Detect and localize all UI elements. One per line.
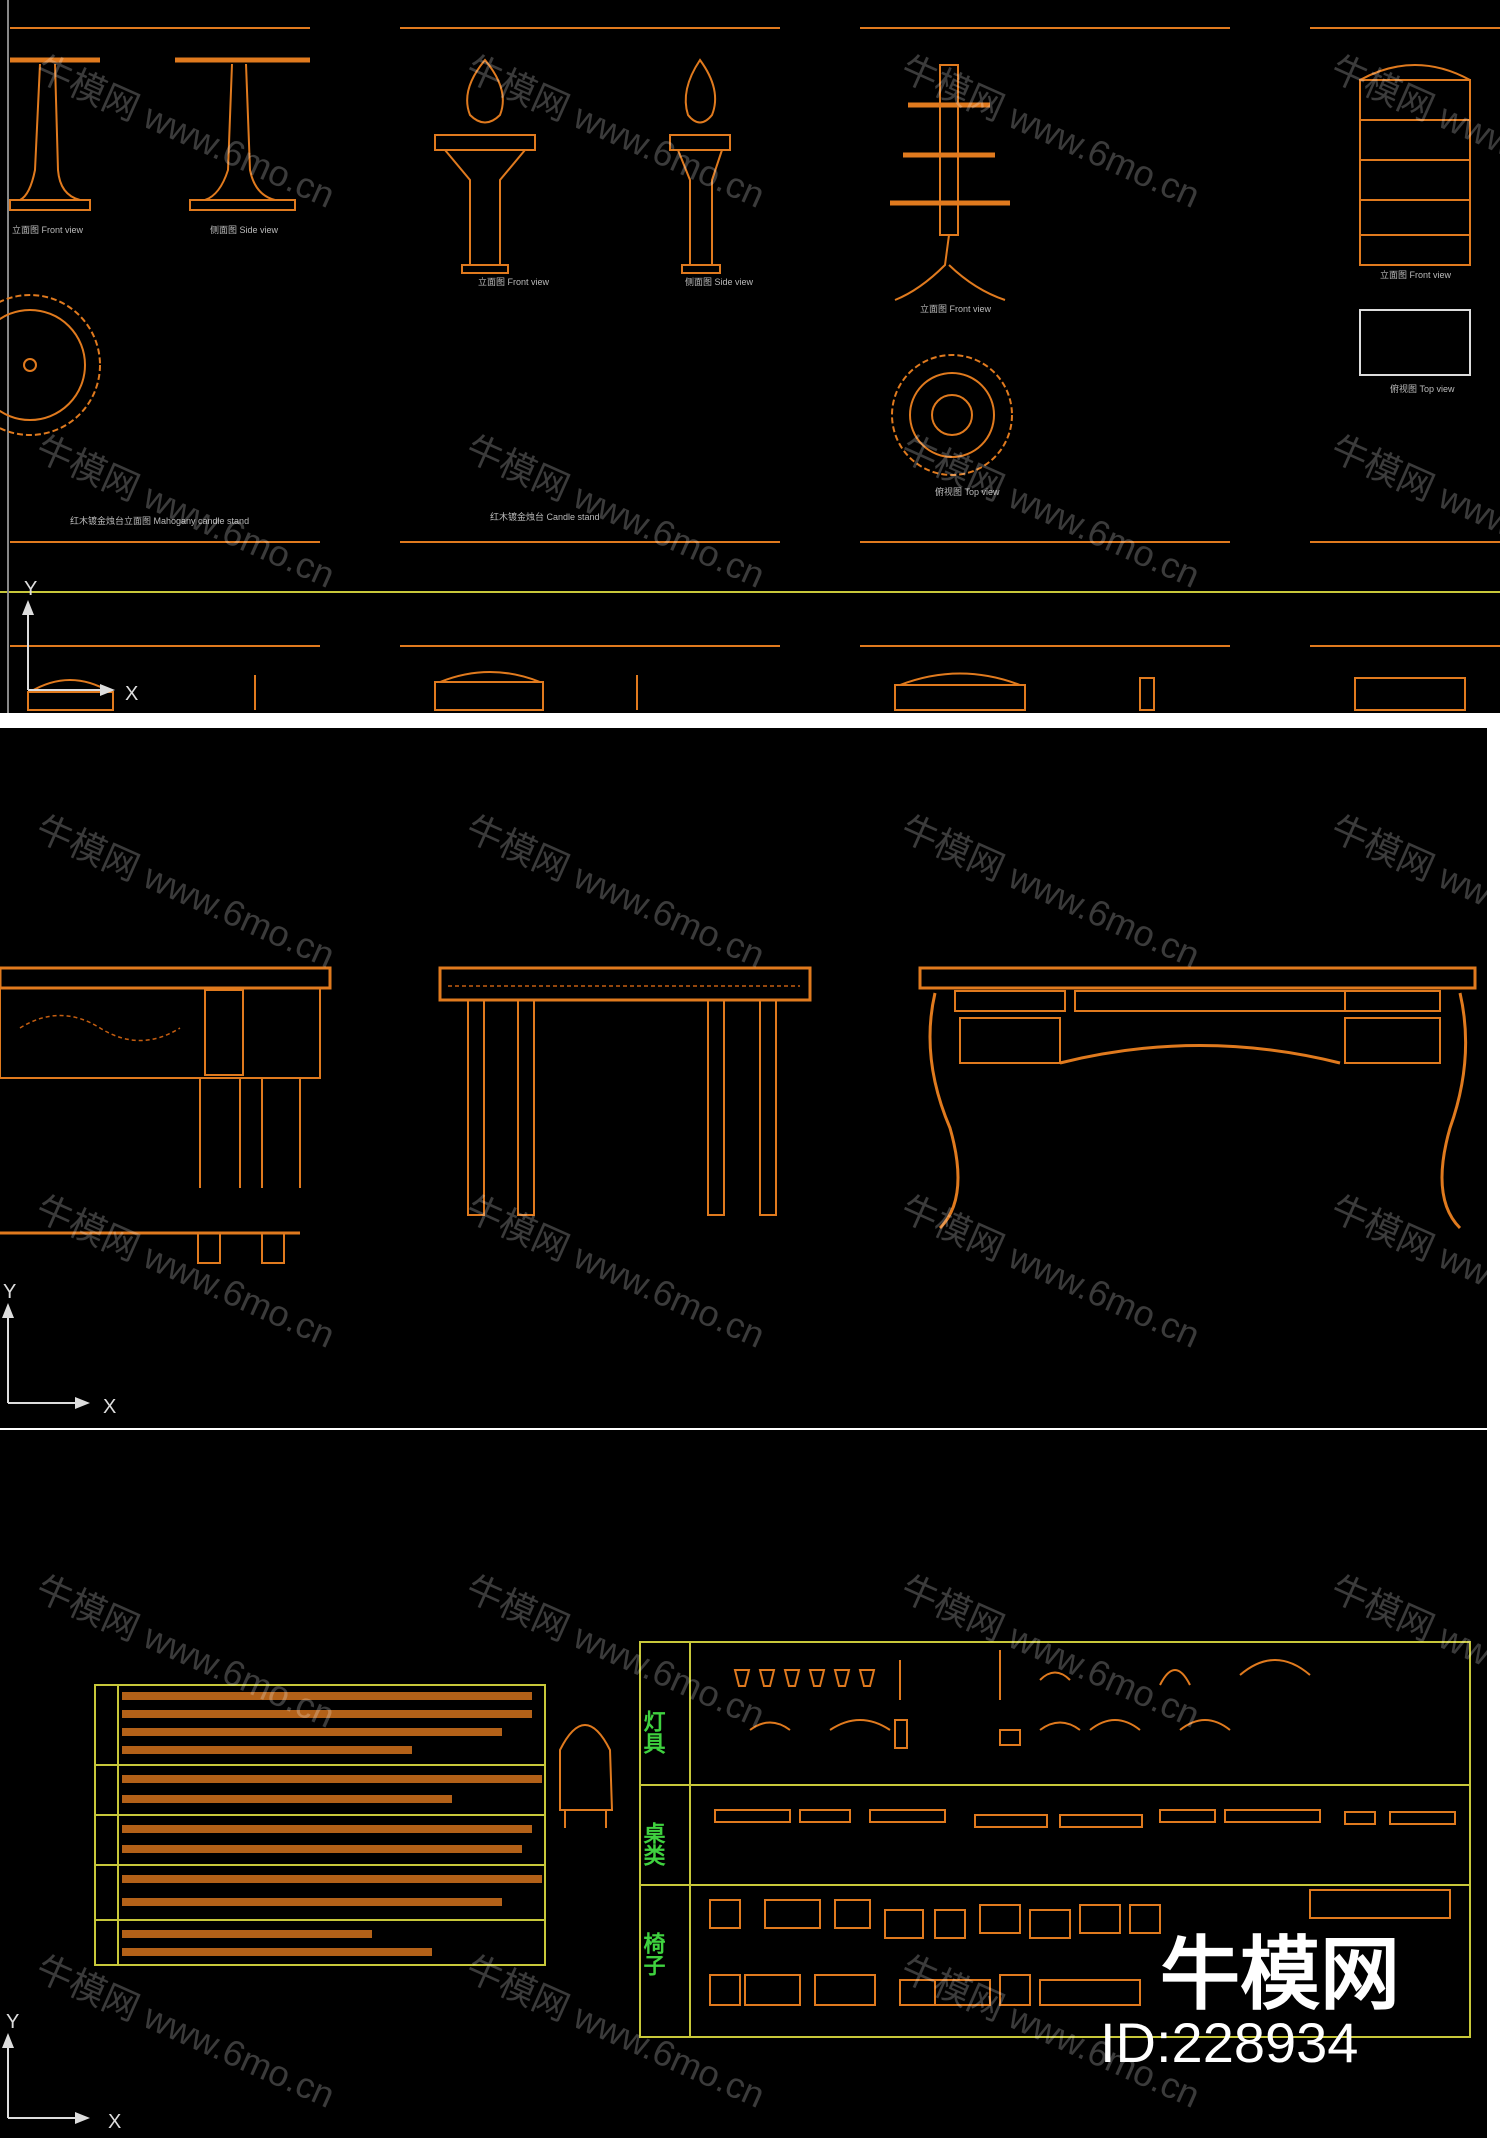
drawing-sheet-middle: Y X (0, 728, 1487, 1428)
tiered-stand-elevation (890, 64, 1010, 301)
furniture-library-frame (639, 1641, 1471, 2038)
block-index-table (94, 1684, 546, 1966)
pedestal-table-front (9, 57, 100, 211)
cabriole-leg-desk (918, 966, 1477, 1230)
pedestal-table-side (175, 57, 310, 211)
x-axis-label: X (103, 1396, 116, 1418)
round-tabletop-plan (0, 294, 101, 436)
shelf-cabinet (1359, 64, 1471, 376)
svg-text:立面图 Front view: 立面图 Front view (920, 303, 992, 314)
straight-leg-console (438, 966, 812, 1216)
svg-text:立面图 Front view: 立面图 Front view (1380, 269, 1452, 280)
ucs-axis-icon-middle: Y X (2, 1281, 116, 1418)
category-lamps-label: 灯具 (641, 1710, 666, 1755)
brand-logo-text: 牛模网 (1160, 1930, 1400, 2019)
drawing-sheet-top: 立面图 Front view 侧面图 Side view 红木镀金烛台立面图 M… (0, 0, 1500, 713)
svg-text:红木镀金烛台 Candle stand: 红木镀金烛台 Candle stand (490, 511, 600, 522)
category-chairs-label: 椅子 (641, 1932, 666, 1977)
svg-text:俯视图 Top view: 俯视图 Top view (1390, 383, 1455, 394)
long-console-table (0, 966, 332, 1264)
svg-text:侧面图 Side view: 侧面图 Side view (210, 224, 279, 235)
svg-text:侧面图 Side view: 侧面图 Side view (685, 276, 754, 287)
svg-text:立面图 Front view: 立面图 Front view (12, 224, 84, 235)
svg-text:俯视图 Top view: 俯视图 Top view (935, 486, 1000, 497)
table-blocks (714, 1809, 1456, 1828)
y-axis-label: Y (6, 2011, 19, 2033)
svg-text:红木镀金烛台立面图 Mahogany candle stan: 红木镀金烛台立面图 Mahogany candle stand (70, 515, 249, 526)
category-tables-label: 桌类 (641, 1822, 666, 1867)
x-axis-label: X (108, 2111, 121, 2133)
tiered-stand-plan (891, 354, 1013, 476)
lamp-blocks (733, 1650, 1311, 1749)
drawing-sheet-library: 灯具 桌类 椅子 Y X (0, 1430, 1487, 2138)
candle-stand-side (669, 58, 731, 274)
svg-text:立面图 Front view: 立面图 Front view (478, 276, 550, 287)
x-axis-label: X (125, 683, 138, 705)
brand-id-text: ID:228934 (1100, 2011, 1359, 2074)
candle-stand-front (434, 58, 536, 274)
y-axis-label: Y (3, 1281, 16, 1303)
chair-blocks (709, 1889, 1451, 2006)
armchair-sample (559, 1724, 614, 1828)
bench-elevations (27, 671, 1466, 711)
ucs-axis-icon-bottom: Y X (2, 2011, 121, 2133)
ucs-axis-icon-top: Y X (22, 578, 138, 705)
y-axis-label: Y (24, 578, 37, 600)
